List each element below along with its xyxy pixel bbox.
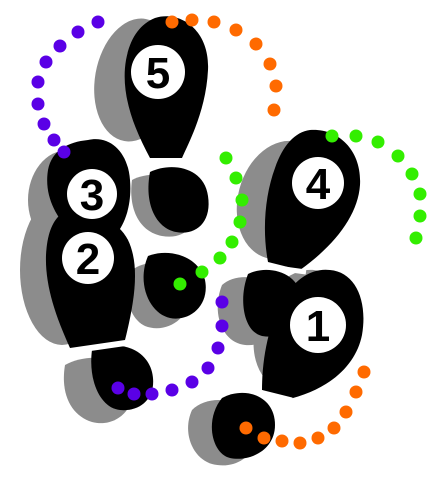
step-number: 4 — [306, 160, 331, 209]
step-number: 1 — [306, 302, 330, 351]
trail-dot — [32, 76, 45, 89]
trail-dot — [32, 98, 45, 111]
trail-dot — [214, 252, 227, 265]
trail-dot — [340, 406, 353, 419]
trail-dot — [358, 366, 371, 379]
trail-dot — [58, 146, 71, 159]
badge-step-2: 2 — [62, 232, 114, 284]
trail-dot — [40, 56, 53, 69]
trail-dot — [268, 104, 281, 117]
trail-dot — [38, 118, 51, 131]
trail-dot — [220, 152, 233, 165]
step-number: 2 — [76, 235, 100, 284]
trail-dot — [72, 26, 85, 39]
badge-step-1: 1 — [290, 297, 346, 353]
trail-dot — [236, 194, 249, 207]
trail-dot — [226, 236, 239, 249]
trail-dot — [312, 432, 325, 445]
trail-dot — [196, 266, 209, 279]
trail-dot — [202, 362, 215, 375]
trail-dot — [414, 188, 427, 201]
trail-dot — [258, 432, 271, 445]
badge-step-4: 4 — [292, 157, 344, 209]
trail-dot — [406, 168, 419, 181]
trail-dot — [414, 210, 427, 223]
trail-dot — [270, 80, 283, 93]
trail-dot — [216, 320, 229, 333]
trail-dot — [350, 386, 363, 399]
step-number: 5 — [146, 49, 170, 98]
trail-dot — [128, 388, 141, 401]
trail-dot — [392, 150, 405, 163]
trail-dot — [166, 16, 179, 29]
trail-dot — [174, 278, 187, 291]
trail-dot — [372, 136, 385, 149]
trail-dot — [410, 232, 423, 245]
badge-step-5: 5 — [131, 45, 185, 99]
trail-dot — [230, 172, 243, 185]
trail-dot — [234, 216, 247, 229]
trail-dot — [112, 382, 125, 395]
trail-dot — [328, 422, 341, 435]
trail-dot — [146, 388, 159, 401]
trail-dot — [326, 130, 339, 143]
trail-dot — [92, 16, 105, 29]
trail-dot — [186, 14, 199, 27]
trail-dot — [208, 16, 221, 29]
trail-dot — [294, 437, 307, 450]
trail-dot — [230, 24, 243, 37]
trail-dot — [250, 38, 263, 51]
trail-dot — [54, 40, 67, 53]
trail-dot — [240, 422, 253, 435]
trail-dot — [186, 376, 199, 389]
trail-dot — [276, 435, 289, 448]
trail-dot — [48, 134, 61, 147]
trail-dot — [166, 384, 179, 397]
step-number: 3 — [80, 171, 104, 220]
trail-dot — [212, 342, 225, 355]
trail-dot — [264, 58, 277, 71]
trail-dot — [350, 130, 363, 143]
trail-dot — [216, 296, 229, 309]
